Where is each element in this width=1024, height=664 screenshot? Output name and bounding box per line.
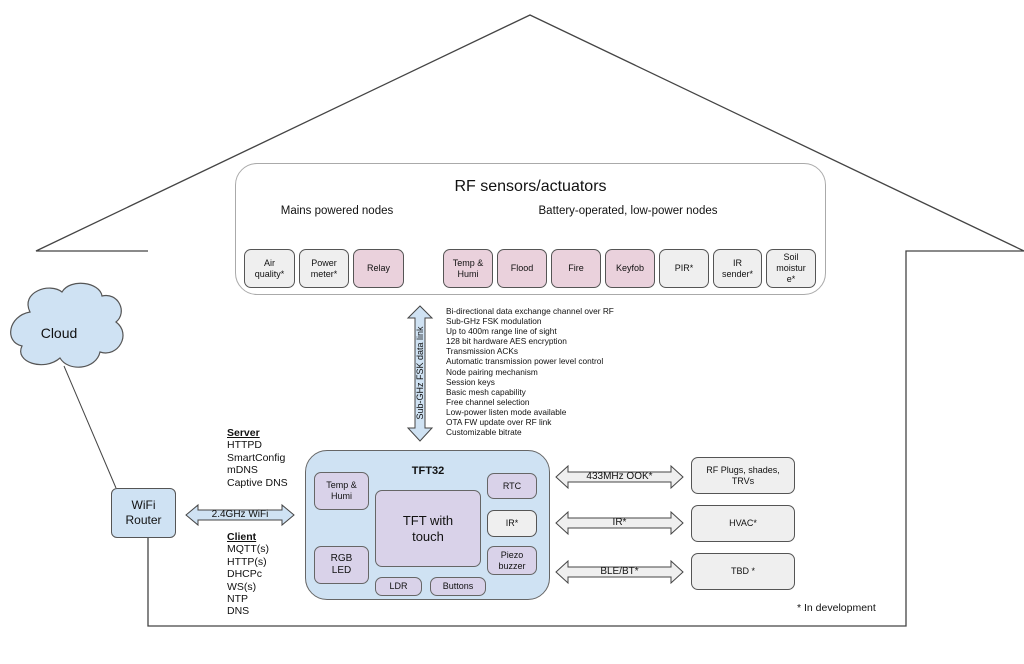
node-label: Temp & Humi xyxy=(452,257,484,279)
target-hvac: HVAC* xyxy=(691,505,795,542)
tft-temp-humi-label: Temp & Humi xyxy=(326,480,357,501)
node-label: Soil moistur e* xyxy=(776,252,806,284)
target-hvac-label: HVAC* xyxy=(729,518,757,528)
server-item: Captive DNS xyxy=(227,476,288,489)
client-item: DNS xyxy=(227,605,250,618)
tft-ldr-label: LDR xyxy=(389,581,408,591)
target-rf-plugs: RF Plugs, shades, TRVs xyxy=(691,457,795,494)
tft-rtc-label: RTC xyxy=(502,480,522,491)
client-item: WS(s) xyxy=(227,580,257,593)
client-item: NTP xyxy=(227,593,248,606)
cloud-label: Cloud xyxy=(40,325,78,341)
tft-rgb-led-label: RGB LED xyxy=(330,553,353,576)
tft-piezo-buzzer: Piezo buzzer xyxy=(487,546,537,575)
feature-item: Low-power listen mode available xyxy=(446,406,567,417)
wifi-router-label: WiFi Router xyxy=(125,498,162,527)
rf-panel-title: RF sensors/actuators xyxy=(454,178,607,195)
wifi-router-box: WiFi Router xyxy=(111,488,176,538)
ir-arrow xyxy=(555,510,684,536)
node-pir: PIR* xyxy=(659,249,709,288)
node-label: IR sender* xyxy=(721,257,754,279)
client-item: DHCPc xyxy=(227,568,263,581)
development-footnote: * In development xyxy=(797,602,876,614)
node-label: Relay xyxy=(366,263,390,273)
mains-nodes-label: Mains powered nodes xyxy=(280,205,394,217)
feature-item: Session keys xyxy=(446,376,495,387)
node-relay: Relay xyxy=(353,249,404,288)
server-list: Server HTTPD SmartConfig mDNS Captive DN… xyxy=(227,427,288,489)
tft-ldr: LDR xyxy=(375,577,422,596)
tft-buttons: Buttons xyxy=(430,577,486,596)
node-fire: Fire xyxy=(551,249,601,288)
node-label: Power meter* xyxy=(310,257,338,279)
wifi-arrow xyxy=(185,503,295,527)
target-tbd-label: TBD * xyxy=(730,566,755,576)
feature-item: 128 bit hardware AES encryption xyxy=(446,336,567,347)
tft-touch-display: TFT with touch xyxy=(375,490,481,567)
client-item: HTTP(s) xyxy=(227,555,267,568)
node-label: Flood xyxy=(510,263,534,273)
ble-arrow xyxy=(555,559,684,585)
target-rf-plugs-label: RF Plugs, shades, TRVs xyxy=(706,464,780,486)
feature-item: Bi-directional data exchange channel ove… xyxy=(446,306,614,316)
ook-arrow xyxy=(555,464,684,490)
node-label: PIR* xyxy=(674,263,694,273)
server-item: HTTPD xyxy=(227,439,262,452)
server-header: Server xyxy=(227,427,260,439)
feature-item: Up to 400m range line of sight xyxy=(446,326,557,337)
node-temp-humi: Temp & Humi xyxy=(443,249,493,288)
tft-rtc: RTC xyxy=(487,473,537,499)
tft-buttons-label: Buttons xyxy=(442,581,474,591)
tft-rgb-led: RGB LED xyxy=(314,546,369,584)
rf-link-arrow xyxy=(406,305,434,442)
feature-item: Customizable bitrate xyxy=(446,427,522,438)
feature-item: Automatic transmission power level contr… xyxy=(446,356,604,367)
cloud-shape xyxy=(10,282,124,368)
ook-link-label: 433MHz OOK* xyxy=(586,471,653,482)
node-air-quality: Air quality* xyxy=(244,249,295,288)
ble-link-label: BLE/BT* xyxy=(600,566,639,577)
tft-piezo-label: Piezo buzzer xyxy=(498,549,526,571)
node-flood: Flood xyxy=(497,249,547,288)
node-soil-moisture: Soil moistur e* xyxy=(766,249,816,288)
tft-ir-label: IR* xyxy=(505,518,519,528)
tft-temp-humi: Temp & Humi xyxy=(314,472,369,510)
server-item: SmartConfig xyxy=(227,451,286,464)
cloud-router-line xyxy=(63,365,117,489)
client-item: MQTT(s) xyxy=(227,543,269,556)
ir-link-label: IR* xyxy=(612,517,627,528)
house-outline xyxy=(35,14,1024,627)
node-label: Air quality* xyxy=(254,257,285,279)
wifi-link-label: 2.4GHz WiFi xyxy=(211,509,269,520)
target-tbd: TBD * xyxy=(691,553,795,590)
feature-item: OTA FW update over RF link xyxy=(446,417,552,428)
rf-link-label: Sub-GHz FSK data link xyxy=(415,326,425,420)
client-list: Client MQTT(s) HTTP(s) DHCPc WS(s) NTP D… xyxy=(227,531,269,618)
server-item: mDNS xyxy=(227,464,258,477)
rf-features-list: Bi-directional data exchange channel ove… xyxy=(446,306,614,437)
feature-item: Free channel selection xyxy=(446,396,530,407)
feature-item: Node pairing mechanism xyxy=(446,366,538,377)
node-ir-sender: IR sender* xyxy=(713,249,762,288)
feature-item: Transmission ACKs xyxy=(446,346,519,357)
feature-item: Sub-GHz FSK modulation xyxy=(446,316,542,327)
node-label: Keyfob xyxy=(615,263,645,273)
tft-touch-label: TFT with touch xyxy=(402,512,454,544)
client-header: Client xyxy=(227,531,257,543)
node-keyfob: Keyfob xyxy=(605,249,655,288)
tft-ir: IR* xyxy=(487,510,537,537)
node-power-meter: Power meter* xyxy=(299,249,349,288)
feature-item: Basic mesh capability xyxy=(446,386,526,397)
tft32-title: TFT32 xyxy=(411,465,445,477)
battery-nodes-label: Battery-operated, low-power nodes xyxy=(538,205,718,217)
node-label: Fire xyxy=(568,263,584,273)
